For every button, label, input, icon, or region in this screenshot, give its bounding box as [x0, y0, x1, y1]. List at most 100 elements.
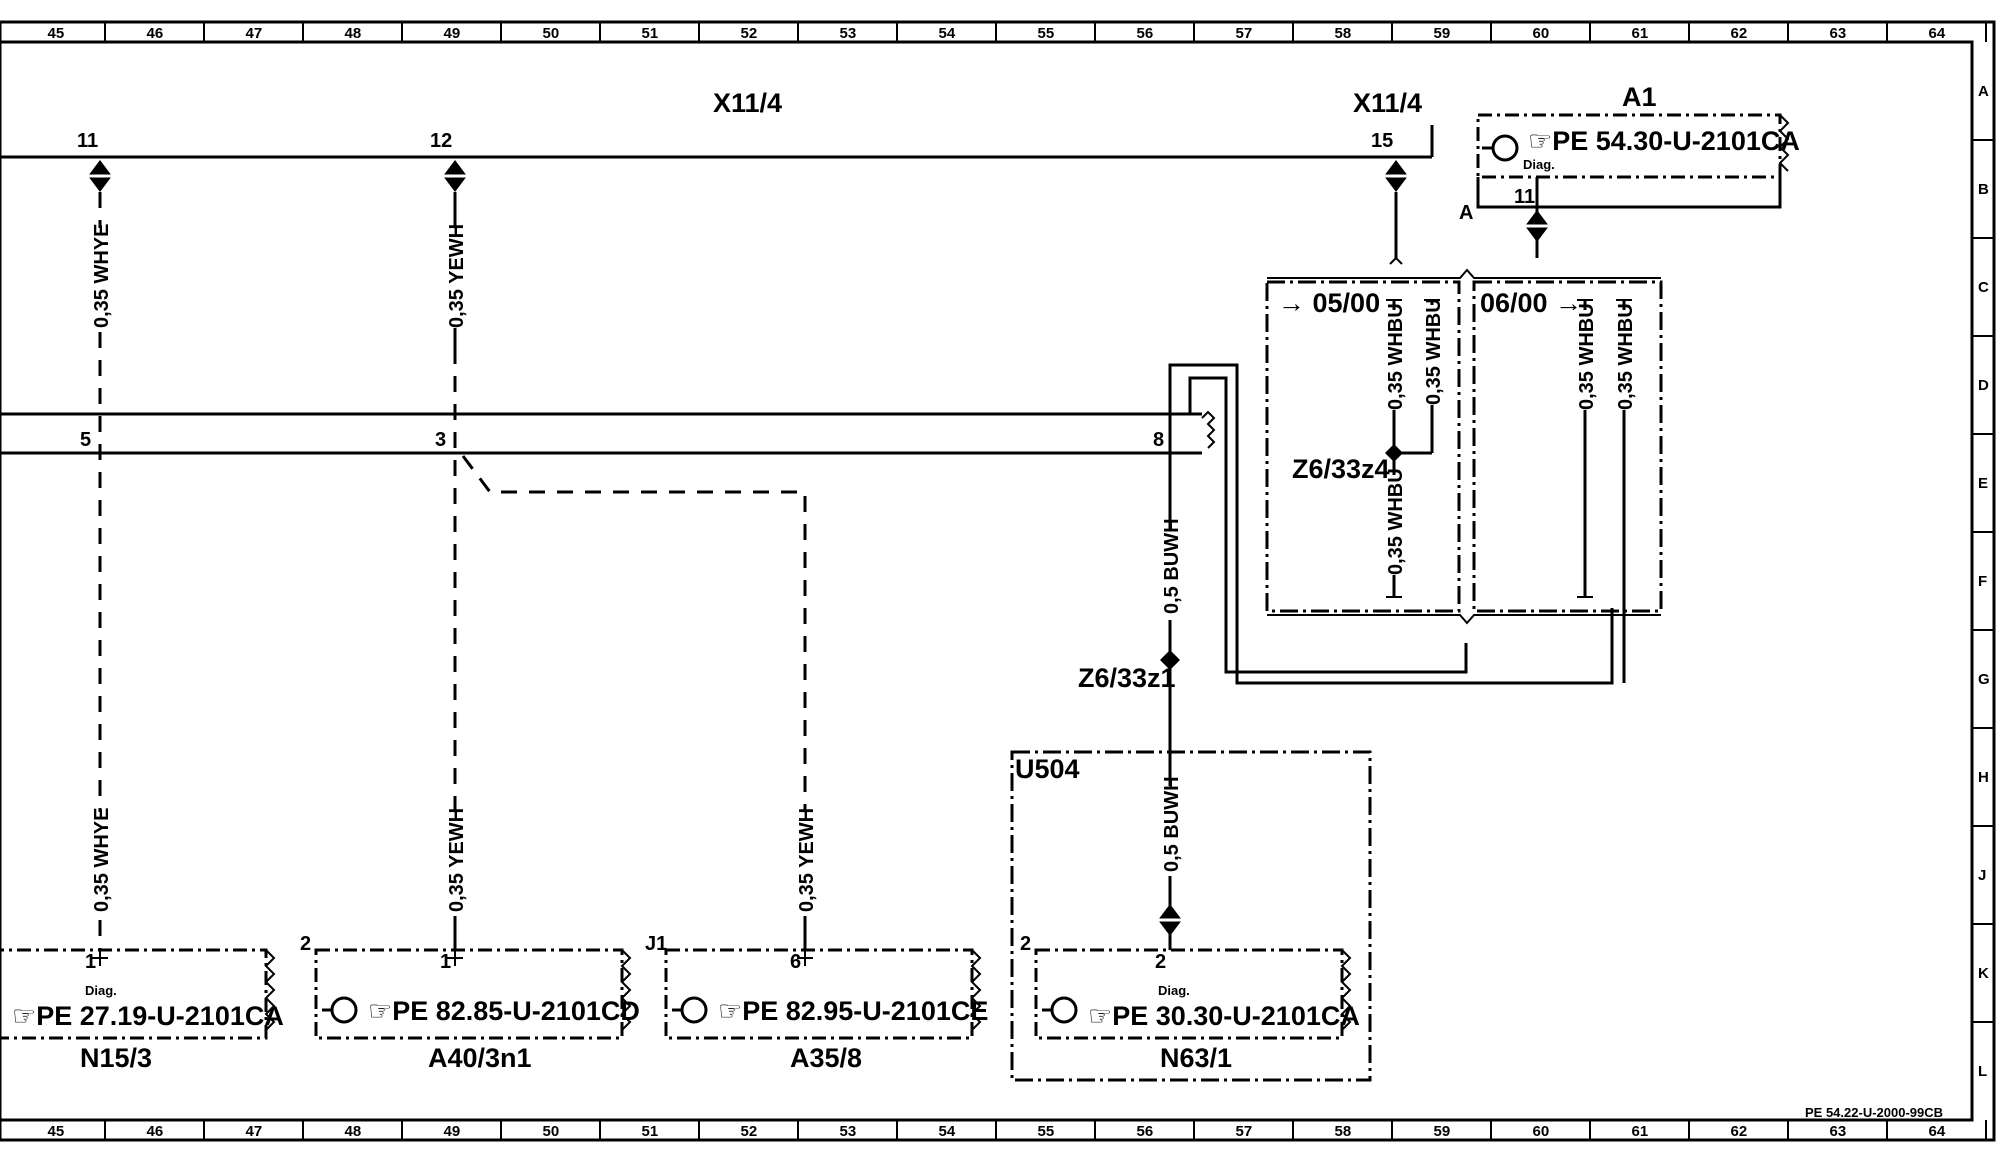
footer-reference: PE 54.22-U-2000-99CB	[1805, 1105, 1943, 1120]
module-a40-name: A40/3n1	[428, 1043, 532, 1073]
module-a35-pin: 6	[790, 951, 801, 973]
column-label: 50	[543, 1123, 560, 1140]
column-label: 62	[1731, 1123, 1748, 1140]
column-label: 52	[741, 1123, 758, 1140]
row-label: F	[1978, 573, 1987, 590]
stub-15-end	[1389, 257, 1403, 265]
splice-z6-33z4: Z6/33z4	[1292, 454, 1390, 484]
module-a35-8	[664, 948, 974, 1040]
module-a1-diag: Diag.	[1523, 157, 1555, 172]
module-n63-1	[1034, 948, 1344, 1040]
connector-symbol-a1	[1523, 210, 1551, 242]
connector-x11-4-right: X11/4	[1353, 88, 1422, 118]
wire-label-yewh-top: 0,35 YEWH	[446, 224, 468, 328]
connector-x11-4-main: X11/4	[713, 88, 782, 118]
variant-box-0600	[1472, 280, 1663, 613]
wire-label-whbu-1: 0,35 WHBU	[1385, 303, 1407, 410]
group-u504	[1010, 750, 1372, 1082]
column-label: 63	[1830, 25, 1847, 42]
module-a40-wave	[620, 949, 632, 1031]
row-label: K	[1978, 965, 1989, 982]
pointing-hand-icon: ☞	[718, 996, 742, 1026]
wire-label-whbu-4: 0,35 WHBU	[1576, 303, 1598, 410]
pin-3: 3	[435, 429, 446, 451]
module-a35-name: A35/8	[790, 1043, 862, 1073]
whbu-1-head	[1386, 299, 1402, 310]
column-label: 47	[246, 1123, 263, 1140]
column-label: 57	[1236, 1123, 1253, 1140]
column-label: 50	[543, 25, 560, 42]
column-label: 55	[1038, 25, 1055, 42]
module-a1-ref: ☞PE 54.30-U-2101CA	[1528, 126, 1800, 156]
column-label: 47	[246, 25, 263, 42]
column-label: 63	[1830, 1123, 1847, 1140]
module-a1-bracket	[1476, 177, 1782, 209]
column-label: 61	[1632, 25, 1649, 42]
column-label: 53	[840, 1123, 857, 1140]
module-n15-3-ref: ☞PE 27.19-U-2101CA	[12, 1001, 284, 1031]
pointing-hand-icon: ☞	[1088, 1001, 1112, 1031]
variant-box-0500	[1265, 280, 1461, 613]
module-n63-diag: Diag.	[1158, 983, 1190, 998]
module-a40-pin: 1	[440, 951, 451, 973]
module-n15-3-diag: Diag.	[85, 983, 117, 998]
wire-label-whbu-2: 0,35 WHBU	[1423, 298, 1445, 405]
module-a35-tag: J1	[645, 933, 667, 955]
outer-border	[0, 20, 1996, 1142]
column-label: 62	[1731, 25, 1748, 42]
module-n63-icon	[1042, 996, 1078, 1024]
pin-15: 15	[1371, 130, 1393, 152]
column-label: 51	[642, 1123, 659, 1140]
wire-label-yewh-branch: 0,35 YEWH	[796, 808, 818, 912]
pin-5: 5	[80, 429, 91, 451]
connector-symbol-n63	[1156, 904, 1184, 936]
column-label: 53	[840, 25, 857, 42]
column-label: 58	[1335, 25, 1352, 42]
pointing-hand-icon: ☞	[12, 1001, 36, 1031]
column-label: 46	[147, 25, 164, 42]
row-label: B	[1978, 181, 1989, 198]
resistor-pin8	[1201, 410, 1216, 449]
column-label: 57	[1236, 25, 1253, 42]
column-label: 48	[345, 1123, 362, 1140]
column-label: 56	[1137, 1123, 1154, 1140]
inner-border	[0, 40, 1974, 1122]
column-label: 55	[1038, 1123, 1055, 1140]
column-label: 54	[939, 25, 956, 42]
wire-label-whbu-3: 0,35 WHBU	[1385, 468, 1407, 575]
wire-label-buwh-bottom: 0,5 BUWH	[1161, 776, 1183, 872]
module-n15-3	[0, 948, 268, 1040]
module-a35-ref: ☞PE 82.95-U-2101CE	[718, 996, 988, 1026]
module-n63-wave	[1340, 949, 1352, 1031]
column-label: 60	[1533, 1123, 1550, 1140]
row-label: E	[1978, 475, 1988, 492]
variant-bracket-bottom	[1267, 614, 1661, 625]
module-a40-ref: ☞PE 82.85-U-2101CD	[368, 996, 640, 1026]
row-label: G	[1978, 671, 1990, 688]
module-a1-name: A1	[1622, 82, 1657, 112]
module-a40-3n1	[314, 948, 624, 1040]
module-n15-3-pin: 1	[85, 951, 96, 973]
module-n63-ref: ☞PE 30.30-U-2101CA	[1088, 1001, 1360, 1031]
module-n63-name: N63/1	[1160, 1043, 1232, 1073]
row-label: H	[1978, 769, 1989, 786]
column-label: 64	[1929, 25, 1946, 42]
column-label: 45	[48, 25, 65, 42]
column-label: 48	[345, 25, 362, 42]
wire-label-whye-bottom: 0,35 WHYE	[91, 808, 113, 912]
row-label: D	[1978, 377, 1989, 394]
column-label: 49	[444, 1123, 461, 1140]
wire-label-yewh-bottom: 0,35 YEWH	[446, 808, 468, 912]
pin-mark-a40	[447, 950, 463, 966]
row-label: C	[1978, 279, 1989, 296]
row-label: A	[1978, 83, 1989, 100]
column-label: 59	[1434, 1123, 1451, 1140]
group-u504-label: U504	[1015, 754, 1080, 784]
pin-mark-n15	[92, 950, 108, 966]
wire-loop-inner	[1170, 376, 1468, 674]
column-label: 56	[1137, 25, 1154, 42]
module-a1-wave	[1778, 114, 1790, 172]
pin-11: 11	[77, 130, 98, 152]
